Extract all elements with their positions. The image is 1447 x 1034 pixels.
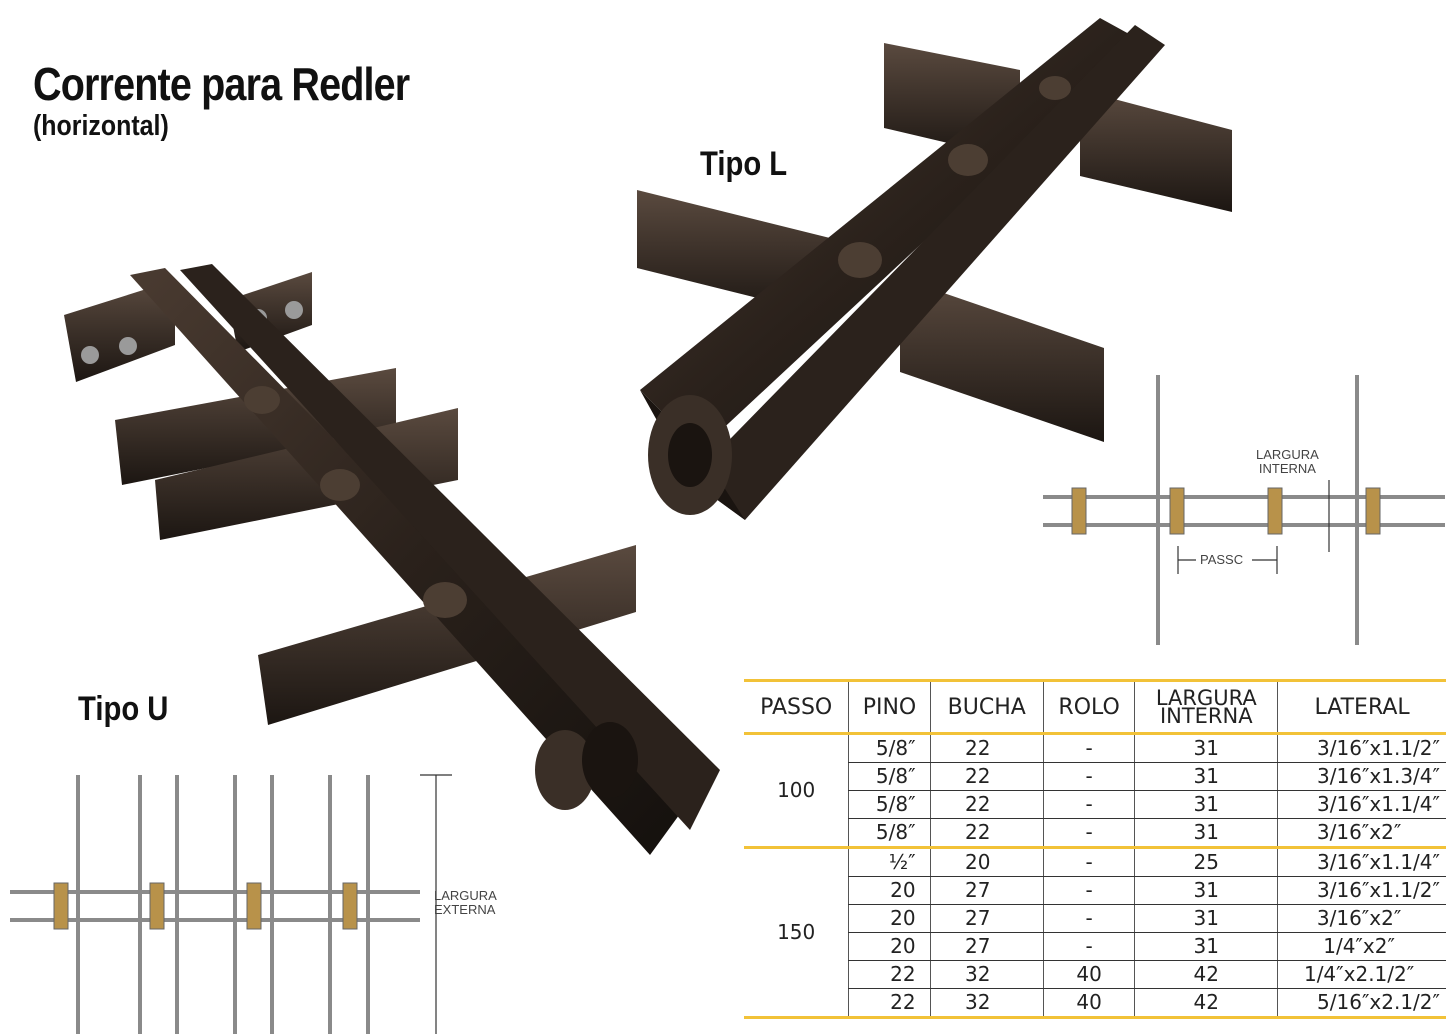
cell-rolo: - — [1042, 876, 1135, 905]
tipo-u-dimension-line — [420, 774, 452, 1034]
cell-bucha: 20 — [929, 847, 1044, 877]
cell-pino: 20 — [848, 876, 931, 905]
cell-bucha: 32 — [929, 960, 1044, 989]
cell-largura: 31 — [1134, 932, 1278, 961]
cell-lateral: 3/16″x1.1/2″ — [1277, 876, 1446, 905]
cell-bucha: 22 — [929, 790, 1044, 819]
col-header-bucha: BUCHA — [929, 679, 1044, 735]
largura-interna-label: LARGURA INTERNA — [1256, 447, 1319, 476]
table-row: 20 27 - 31 3/16″x2″ — [744, 904, 1446, 933]
cell-rolo: 40 — [1042, 960, 1135, 989]
cell-bucha: 22 — [929, 818, 1044, 849]
page-subtitle: (horizontal) — [33, 110, 169, 142]
cell-rolo: - — [1042, 762, 1135, 791]
table-row: 20 27 - 31 1/4″x2″ — [744, 932, 1446, 961]
cell-lateral: 3/16″x1.1/4″ — [1277, 790, 1446, 819]
page-title: Corrente para Redler — [33, 58, 410, 110]
cell-pino: 5/8″ — [848, 790, 931, 819]
cell-bucha: 27 — [929, 932, 1044, 961]
tipo-l-diagram-dimension-lines — [1177, 480, 1330, 574]
cell-largura: 25 — [1134, 847, 1278, 877]
cell-pino: 22 — [848, 988, 931, 1019]
cell-rolo: - — [1042, 932, 1135, 961]
cell-lateral: 3/16″x1.3/4″ — [1277, 762, 1446, 791]
cell-largura: 31 — [1134, 790, 1278, 819]
cell-passo: 150 — [744, 847, 849, 1019]
cell-largura: 31 — [1134, 762, 1278, 791]
tipo-u-chain — [64, 264, 720, 855]
table-row: 5/8″ 22 - 31 3/16″x2″ — [744, 818, 1446, 849]
cell-largura: 31 — [1134, 876, 1278, 905]
cell-pino: 5/8″ — [848, 818, 931, 849]
tipo-l-chain — [637, 18, 1232, 520]
col-header-passo: PASSO — [744, 679, 849, 735]
col-header-lateral: LATERAL — [1277, 679, 1446, 735]
cell-lateral: 3/16″x1.1/4″ — [1277, 847, 1446, 877]
tipo-l-diagram-bushings — [1071, 487, 1381, 535]
cell-pino: ½″ — [848, 847, 931, 877]
table-row: 100 5/8″ 22 - 31 3/16″x1.1/2″ — [744, 733, 1446, 849]
cell-largura: 42 — [1134, 960, 1278, 989]
tipo-u-label: Tipo U — [78, 690, 169, 728]
cell-lateral: 3/16″x2″ — [1277, 818, 1446, 849]
cell-lateral: 1/4″x2.1/2″ — [1277, 960, 1446, 989]
cell-rolo: - — [1042, 847, 1135, 877]
cell-largura: 31 — [1134, 733, 1278, 763]
col-header-rolo: ROLO — [1042, 679, 1135, 735]
tipo-l-label: Tipo L — [700, 145, 788, 183]
cell-rolo: - — [1042, 790, 1135, 819]
cell-rolo: - — [1042, 733, 1135, 763]
cell-rolo: - — [1042, 904, 1135, 933]
col-header-pino: PINO — [848, 679, 931, 735]
table-row: 22 32 40 42 5/16″x2.1/2″ — [744, 988, 1446, 1019]
table-row: 22 32 40 42 1/4″x2.1/2″ — [744, 960, 1446, 989]
table-row: 5/8″ 22 - 31 3/16″x1.3/4″ — [744, 762, 1446, 791]
cell-rolo: 40 — [1042, 988, 1135, 1019]
cell-pino: 20 — [848, 904, 931, 933]
cell-lateral: 1/4″x2″ — [1277, 932, 1446, 961]
cell-bucha: 22 — [929, 762, 1044, 791]
cell-passo: 100 — [744, 733, 849, 849]
cell-pino: 5/8″ — [848, 733, 931, 763]
largura-externa-label: LARGURA EXTERNA — [434, 888, 497, 917]
table-row: 20 27 - 31 3/16″x1.1/2″ — [744, 876, 1446, 905]
passo-label: PASSC — [1200, 552, 1244, 567]
cell-pino: 5/8″ — [848, 762, 931, 791]
cell-lateral: 3/16″x2″ — [1277, 904, 1446, 933]
table-row: 5/8″ 22 - 31 3/16″x1.1/4″ — [744, 790, 1446, 819]
cell-lateral: 5/16″x2.1/2″ — [1277, 988, 1446, 1019]
cell-rolo: - — [1042, 818, 1135, 849]
cell-largura: 31 — [1134, 904, 1278, 933]
table-row: 150 ½″ 20 - 25 3/16″x1.1/4″ — [744, 847, 1446, 1019]
cell-bucha: 22 — [929, 733, 1044, 763]
cell-bucha: 27 — [929, 876, 1044, 905]
cell-largura: 31 — [1134, 818, 1278, 849]
tipo-u-diagram — [10, 775, 420, 1034]
tipo-u-diagram-bushings — [53, 882, 358, 930]
cell-bucha: 27 — [929, 904, 1044, 933]
cell-largura: 42 — [1134, 988, 1278, 1019]
cell-pino: 22 — [848, 960, 931, 989]
cell-lateral: 3/16″x1.1/2″ — [1277, 733, 1446, 763]
cell-pino: 20 — [848, 932, 931, 961]
cell-bucha: 32 — [929, 988, 1044, 1019]
